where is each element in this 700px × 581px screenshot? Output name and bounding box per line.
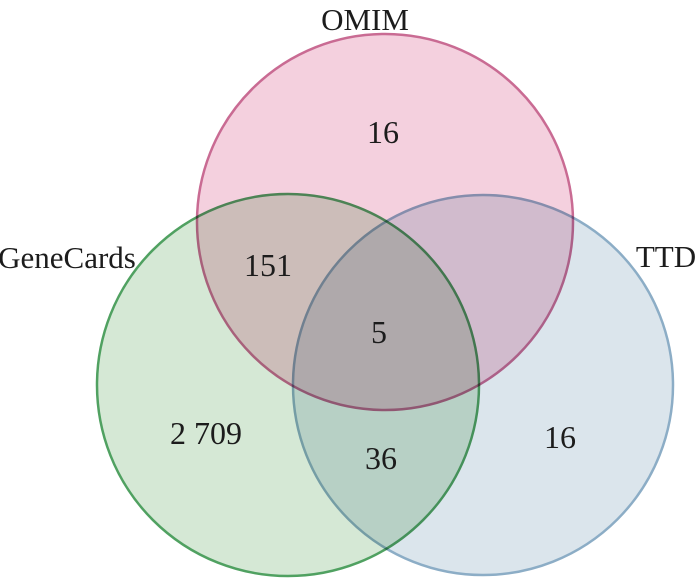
- omim-circle: [195, 32, 575, 412]
- set-labels: OMIM GeneCards TTD: [0, 2, 696, 275]
- region-value-genecards-ttd: 36: [365, 440, 397, 476]
- region-value-genecards-omim: 151: [244, 247, 292, 283]
- set-label-genecards: GeneCards: [0, 240, 136, 275]
- region-value-omim-genecards-ttd: 5: [371, 314, 387, 350]
- region-value-omim-only: 16: [367, 114, 399, 150]
- region-value-genecards-only: 2 709: [170, 415, 242, 451]
- set-label-omim: OMIM: [321, 2, 409, 37]
- region-value-ttd-only: 16: [544, 419, 576, 455]
- venn-circles: [95, 32, 675, 578]
- region-values: 16 2 709 16 151 36 5: [170, 114, 576, 476]
- set-label-ttd: TTD: [636, 239, 696, 274]
